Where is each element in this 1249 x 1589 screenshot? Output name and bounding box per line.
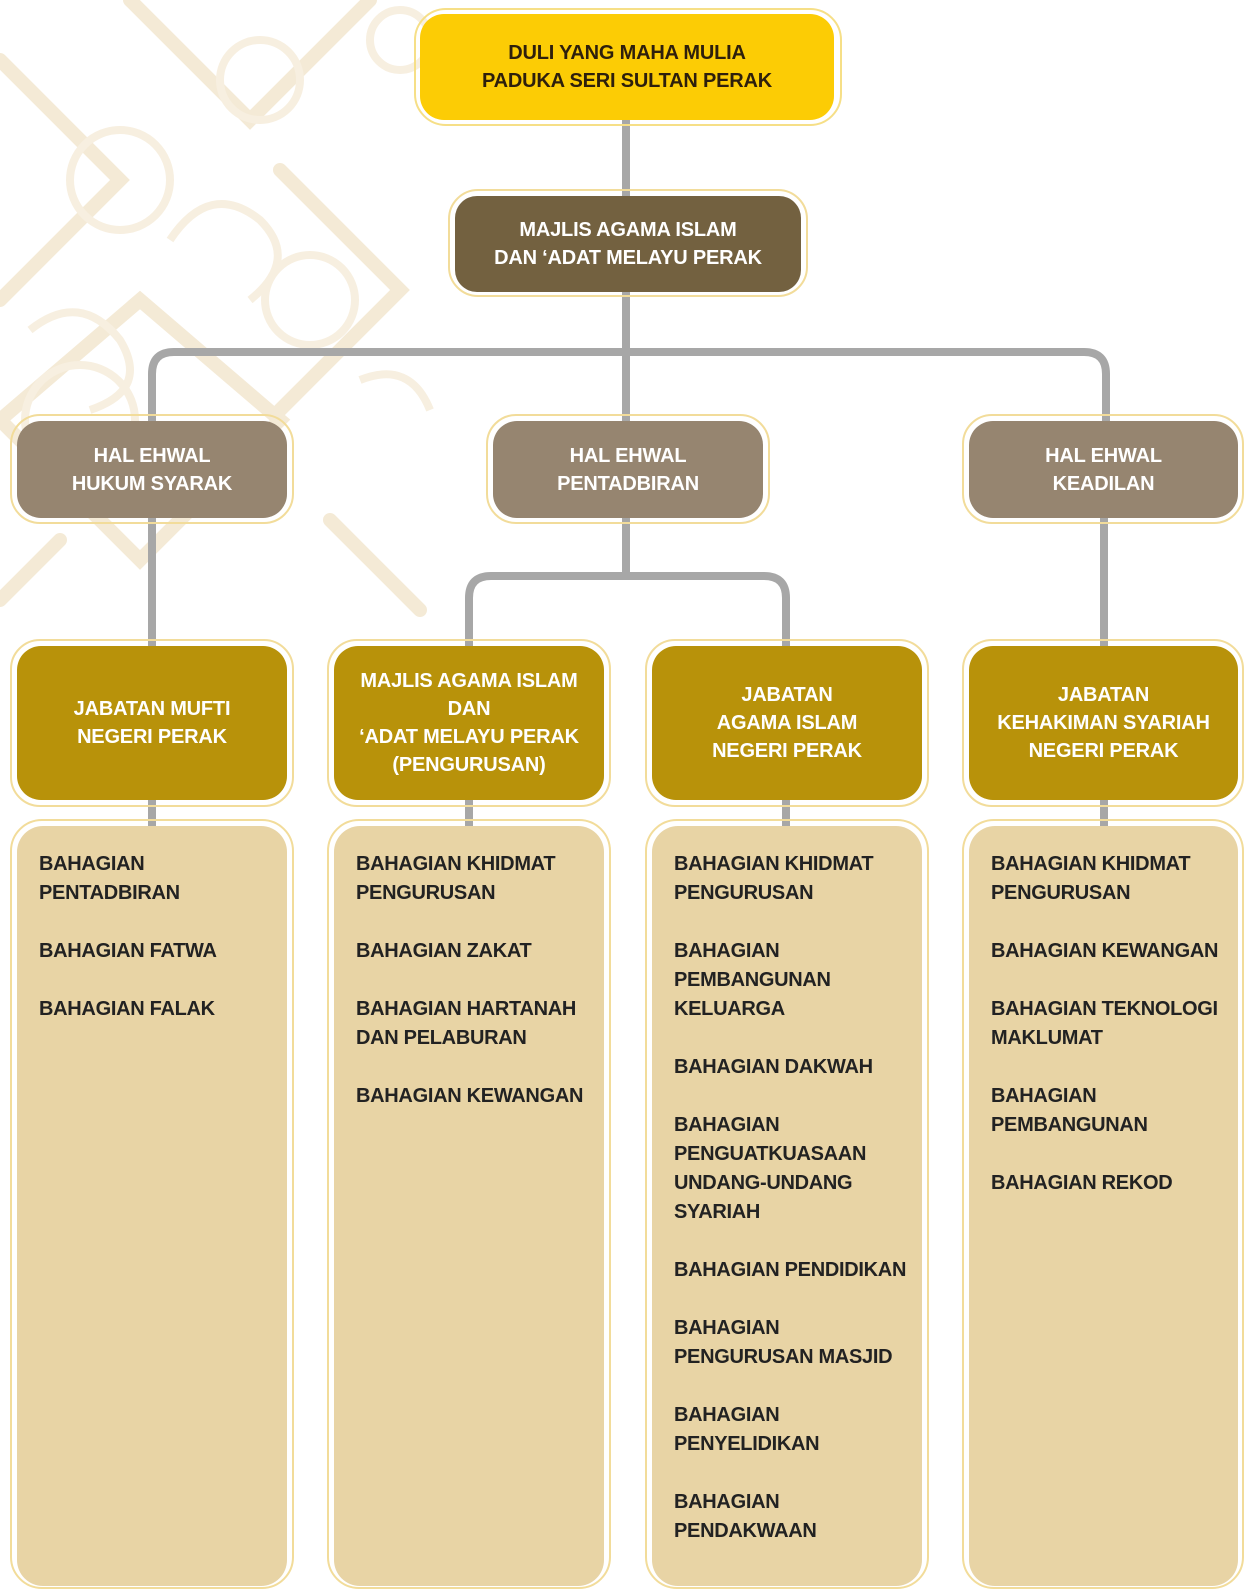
council-box-outline bbox=[448, 189, 808, 297]
affairs-hukum-outline bbox=[10, 414, 294, 524]
list-item[interactable]: BAHAGIAN PENDIDIKAN bbox=[674, 1259, 907, 1281]
list-item[interactable]: BAHAGIAN ZAKAT bbox=[356, 940, 532, 962]
dept-maip-box[interactable]: MAJLIS AGAMA ISLAM DAN ‘ADAT MELAYU PERA… bbox=[334, 646, 604, 800]
list-item[interactable]: BAHAGIAN KEWANGAN bbox=[991, 940, 1219, 962]
dept-jksp-box[interactable]: JABATAN KEHAKIMAN SYARIAH NEGERI PERAK bbox=[969, 646, 1238, 800]
affairs-keadilan-box[interactable]: HAL EHWAL KEADILAN bbox=[969, 421, 1238, 518]
dept-mufti-outline bbox=[10, 639, 294, 807]
list-item[interactable]: BAHAGIAN KEWANGAN bbox=[356, 1085, 584, 1107]
divisions-maip-panel: BAHAGIAN KHIDMAT PENGURUSAN BAHAGIAN ZAK… bbox=[334, 826, 604, 1586]
dept-maip-outline bbox=[327, 639, 611, 807]
list-item[interactable]: BAHAGIAN PENGUATKUASAAN UNDANG-UNDANG SY… bbox=[674, 1114, 867, 1223]
list-item[interactable]: BAHAGIAN PENGURUSAN MASJID bbox=[674, 1317, 893, 1368]
affairs-keadilan-outline bbox=[962, 414, 1244, 524]
pentadbiran-split-line bbox=[465, 572, 790, 648]
list-item[interactable]: BAHAGIAN TEKNOLOGI MAKLUMAT bbox=[991, 998, 1218, 1049]
list-item[interactable]: BAHAGIAN PEMBANGUNAN bbox=[991, 1085, 1148, 1136]
list-item[interactable]: BAHAGIAN PENDAKWAAN bbox=[674, 1491, 817, 1542]
dept-jaip-box[interactable]: JABATAN AGAMA ISLAM NEGERI PERAK bbox=[652, 646, 922, 800]
affairs-pentadbiran-box[interactable]: HAL EHWAL PENTADBIRAN bbox=[493, 421, 763, 518]
list-item[interactable]: BAHAGIAN REKOD bbox=[991, 1172, 1173, 1194]
list-item[interactable]: BAHAGIAN PEMBANGUNAN KELUARGA bbox=[674, 940, 831, 1020]
affairs-pentadbiran-outline bbox=[486, 414, 770, 524]
divisions-jaip-panel: BAHAGIAN KHIDMAT PENGURUSAN BAHAGIAN PEM… bbox=[652, 826, 922, 1586]
list-item[interactable]: BAHAGIAN FALAK bbox=[39, 998, 215, 1020]
root-box-outline bbox=[414, 8, 842, 126]
list-item[interactable]: BAHAGIAN DAKWAH bbox=[674, 1056, 873, 1078]
list-item[interactable]: BAHAGIAN KHIDMAT PENGURUSAN bbox=[674, 853, 874, 904]
list-item[interactable]: BAHAGIAN FATWA bbox=[39, 940, 217, 962]
sultan-box[interactable]: DULI YANG MAHA MULIA PADUKA SERI SULTAN … bbox=[420, 14, 834, 120]
dept-mufti-box[interactable]: JABATAN MUFTI NEGERI PERAK bbox=[17, 646, 287, 800]
list-item[interactable]: BAHAGIAN PENTADBIRAN bbox=[39, 853, 180, 904]
list-item[interactable]: BAHAGIAN HARTANAH DAN PELABURAN bbox=[356, 998, 577, 1049]
affairs-bar-line bbox=[148, 348, 1110, 424]
list-item[interactable]: BAHAGIAN PENYELIDIKAN bbox=[674, 1404, 820, 1455]
dept-jksp-outline bbox=[962, 639, 1244, 807]
dept-jaip-outline bbox=[645, 639, 929, 807]
council-box[interactable]: MAJLIS AGAMA ISLAM DAN ‘ADAT MELAYU PERA… bbox=[455, 196, 801, 292]
divisions-jksp-panel: BAHAGIAN KHIDMAT PENGURUSAN BAHAGIAN KEW… bbox=[969, 826, 1238, 1586]
list-item[interactable]: BAHAGIAN KHIDMAT PENGURUSAN bbox=[991, 853, 1191, 904]
affairs-hukum-syarak-box[interactable]: HAL EHWAL HUKUM SYARAK bbox=[17, 421, 287, 518]
list-item[interactable]: BAHAGIAN KHIDMAT PENGURUSAN bbox=[356, 853, 556, 904]
divisions-mufti-panel: BAHAGIAN PENTADBIRAN BAHAGIAN FATWA BAHA… bbox=[17, 826, 287, 1586]
